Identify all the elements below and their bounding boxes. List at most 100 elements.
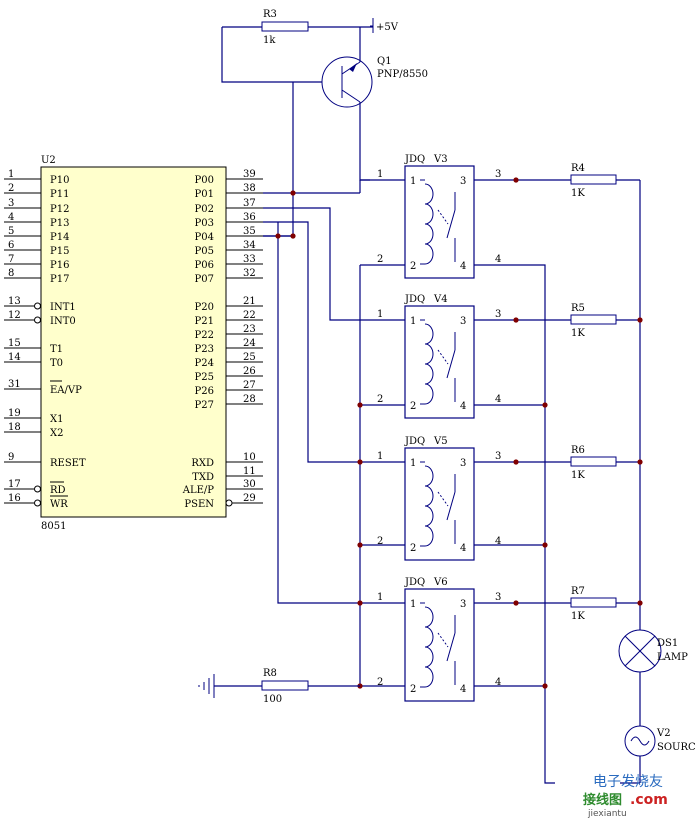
r8-resistor: R8 100 <box>214 668 360 705</box>
wire-label-3: 3 <box>495 169 501 180</box>
relay-ref: V6 <box>433 577 448 588</box>
relay-label: JDQ <box>404 436 425 447</box>
u2-pin-name: X2 <box>50 428 63 439</box>
u2-pin-name: P04 <box>195 232 214 243</box>
r3-value: 1k <box>263 35 276 46</box>
q1-transistor: Q1 PNP/8550 <box>321 56 428 108</box>
junction-p01 <box>290 190 296 196</box>
u2-pin-name: T1 <box>50 344 63 355</box>
wire-label-2: 2 <box>377 394 383 405</box>
wire-label-4: 4 <box>495 254 501 265</box>
ground-icon <box>198 674 215 698</box>
u2-pin-name: P14 <box>50 232 69 243</box>
u2-8051-chip: U2 8051 1P102P113P124P135P146P157P168P17… <box>4 155 263 532</box>
q1-emitter-arrow <box>349 63 357 72</box>
wire-label-4: 4 <box>495 394 501 405</box>
u2-pin-name: P02 <box>195 204 214 215</box>
v2-ref: V2 <box>656 728 671 739</box>
q1-ref: Q1 <box>377 56 392 67</box>
wire-label-3: 3 <box>495 592 501 603</box>
u2-pin-number: 14 <box>8 352 21 363</box>
u2-pin-name: P22 <box>195 330 214 341</box>
u2-pin-name: P20 <box>195 302 214 313</box>
watermark-line3: .com <box>630 792 668 808</box>
u2-pin-name: T0 <box>50 358 63 369</box>
wire-label-3: 3 <box>495 309 501 320</box>
v2-part: SOURC <box>657 742 696 753</box>
relay-pin-3: 3 <box>460 599 466 610</box>
u2-pin-bubble <box>34 499 41 507</box>
u2-pin-number: 11 <box>243 466 256 477</box>
wire-label-2: 2 <box>377 677 383 688</box>
u2-pin-name: P06 <box>195 260 214 271</box>
u2-pin-name: P21 <box>195 316 214 327</box>
relay-label: JDQ <box>404 154 425 165</box>
watermark-line4: jiexiantu <box>587 809 627 819</box>
v2-ac-source-icon: V2 SOURC <box>624 725 696 757</box>
r8-value: 100 <box>263 694 282 705</box>
supply-label: +5V <box>376 22 399 33</box>
u2-pin-number: 1 <box>8 169 14 180</box>
relay-label: JDQ <box>404 577 425 588</box>
relay-pin-3: 3 <box>460 316 466 327</box>
u2-pin-name: P13 <box>50 218 69 229</box>
junction-p04 <box>290 233 296 239</box>
u2-pin-name: P05 <box>195 246 214 257</box>
u2-pin-number: 34 <box>243 240 256 251</box>
u2-pin-number: 23 <box>243 324 256 335</box>
u2-pin-number: 31 <box>8 379 21 390</box>
u2-pin-name: INT1 <box>50 302 76 313</box>
supply-5v: +5V <box>370 18 399 33</box>
relay-ref: V4 <box>433 294 448 305</box>
relay-pin-1: 1 <box>410 316 416 327</box>
u2-pin-bubble <box>34 302 41 310</box>
relay-pin-3: 3 <box>460 176 466 187</box>
u2-pin-name: P07 <box>195 274 214 285</box>
u2-pin-number: 28 <box>243 394 256 405</box>
relay-pin-2: 2 <box>410 261 416 272</box>
u2-pin-name: X1 <box>50 414 63 425</box>
relay-pin-4: 4 <box>460 401 466 412</box>
relay-ref: V5 <box>433 436 448 447</box>
u2-pin-name: RESET <box>50 458 86 469</box>
u2-pin-number: 26 <box>243 366 256 377</box>
u2-pin-name: EA/VP <box>50 385 82 396</box>
resistor-value: 1K <box>571 611 585 622</box>
resistor-body <box>570 314 617 325</box>
wire-label-2: 2 <box>377 536 383 547</box>
u2-pin-number: 24 <box>243 338 256 349</box>
u2-pin-bubble <box>34 316 41 324</box>
u2-pin-name: TXD <box>192 472 214 483</box>
u2-pin-name: RD <box>50 485 66 496</box>
u2-pin-number: 38 <box>243 183 256 194</box>
u2-pin-number: 29 <box>243 493 256 504</box>
u2-pin-number: 10 <box>243 452 256 463</box>
relay-pin-1: 1 <box>410 599 416 610</box>
u2-pin-number: 13 <box>8 296 21 307</box>
relay-pin-2: 2 <box>410 543 416 554</box>
wire-label-2: 2 <box>377 254 383 265</box>
u2-pin-number: 36 <box>243 212 256 223</box>
relay-pin-1: 1 <box>410 458 416 469</box>
u2-pin-name: P15 <box>50 246 69 257</box>
resistor-value: 1K <box>571 328 585 339</box>
resistor-ref: R4 <box>571 163 585 174</box>
u2-pin-number: 2 <box>8 183 14 194</box>
u2-pin-name: WR <box>50 499 68 510</box>
relay-coil-icon <box>420 461 434 547</box>
relay-common-wiring <box>357 177 643 784</box>
u2-pin-number: 12 <box>8 310 21 321</box>
u2-pin-number: 19 <box>8 408 21 419</box>
u2-pin-number: 9 <box>8 452 14 463</box>
ds1-ref: DS1 <box>657 638 678 649</box>
u2-pin-number: 27 <box>243 380 256 391</box>
wire-label-1: 1 <box>377 592 383 603</box>
u2-pin-number: 25 <box>243 352 256 363</box>
